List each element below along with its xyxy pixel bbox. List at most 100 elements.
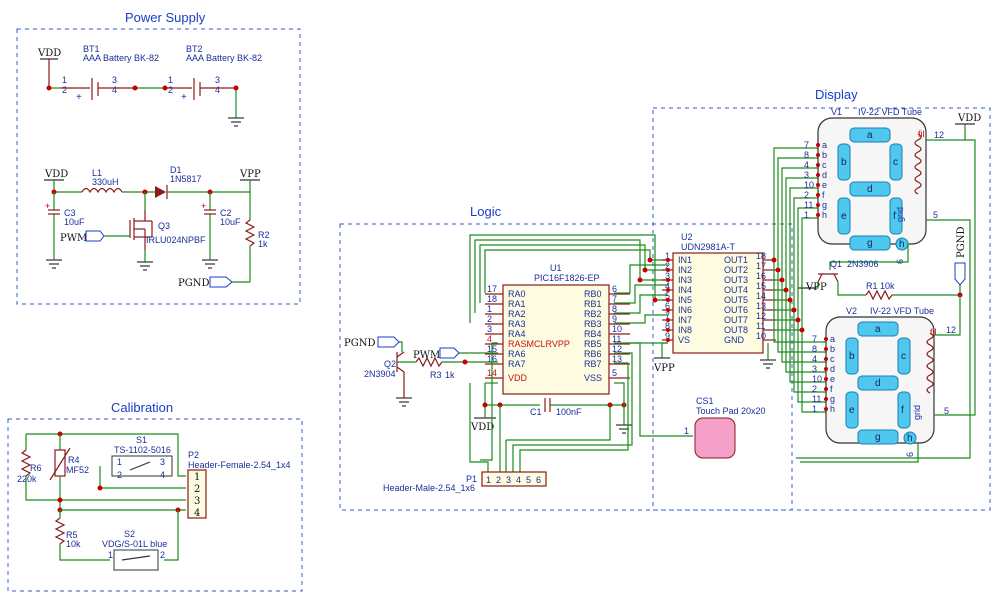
u2-pin-num: 1 (665, 251, 670, 261)
u2-pin-num: 2 (665, 261, 670, 271)
tube-pin-num: 10 (804, 180, 814, 190)
tube-pin-num: 2 (812, 384, 817, 394)
tactile-switch-s1[interactable] (111, 455, 173, 477)
ground-icon (202, 259, 218, 269)
u1-pin-name: RB1 (584, 299, 602, 309)
svg-text:+: + (45, 201, 50, 211)
mosfet-q3 (129, 210, 153, 250)
u2-pin-name: OUT3 (724, 275, 748, 285)
r2-value: 1k (258, 239, 268, 249)
tube-pin-num: 8 (804, 150, 809, 160)
p1-value: Header-Male-2.54_1x6 (383, 483, 475, 493)
logic-section-title: Logic (470, 204, 502, 219)
tube-pin-name: h (822, 210, 827, 220)
bt2-value: AAA Battery BK-82 (186, 53, 262, 63)
s1-ref: S1 (136, 435, 147, 445)
tube-pin-name: b (822, 150, 827, 160)
u1-pin-name: RB6 (584, 349, 602, 359)
vfd-segment (889, 143, 903, 181)
svg-text:+: + (76, 92, 82, 103)
u1-pin-num: 13 (612, 354, 622, 364)
segment-label: f (893, 211, 896, 222)
vdd-label-logic: VDD (470, 422, 494, 433)
u2-pin-num: 18 (756, 251, 766, 261)
segment-label: b (849, 351, 855, 362)
ground-icon (396, 397, 412, 407)
u2-ref: U2 (681, 232, 693, 242)
logic-frame (339, 223, 793, 511)
svg-text:12: 12 (934, 130, 944, 140)
q1-value: 2N3906 (847, 259, 879, 269)
tube-pin-num: 4 (804, 160, 809, 170)
tube-pin-num: 7 (804, 140, 809, 150)
inductor-l1 (81, 187, 123, 194)
display-section-title: Display (815, 87, 858, 102)
net-flag-pgnd (209, 276, 233, 288)
u2-pin-name: IN6 (678, 305, 692, 315)
vfd-segment (857, 321, 899, 337)
u1-value: PIC16F1826-EP (534, 273, 600, 283)
touch-pad-cs1[interactable] (694, 417, 736, 459)
u1-pin-name: RB0 (584, 289, 602, 299)
segment-label: f (901, 405, 904, 416)
u1-pin-name: RB4 (584, 329, 602, 339)
u2-pin-name: OUT1 (724, 255, 748, 265)
u1-pin-name: RASMCLRVPP (508, 339, 570, 349)
u1-pin-num: 2 (487, 314, 492, 324)
u2-pin-num: 12 (756, 311, 766, 321)
u1-pin-num: 18 (487, 294, 497, 304)
l1-ref: L1 (92, 168, 102, 178)
u1-pin-name: RA2 (508, 309, 526, 319)
u2-pin-name: OUT7 (724, 315, 748, 325)
segment-label: g (867, 238, 873, 249)
p2-ref: P2 (188, 450, 199, 460)
display-frame (652, 107, 991, 511)
svg-text:2: 2 (168, 85, 173, 95)
tube-pin-num: 7 (812, 334, 817, 344)
tube-pin-name: c (822, 160, 827, 170)
u1-pin-num: 4 (487, 334, 492, 344)
ground-icon (228, 117, 244, 127)
u2-pin-name: IN3 (678, 275, 692, 285)
u2-pin-num: 5 (665, 291, 670, 301)
d1-ref: D1 (170, 165, 182, 175)
header-p1 (481, 471, 547, 487)
u2-pin-name: IN8 (678, 325, 692, 335)
vdd-label-boost: VDD (44, 169, 68, 180)
slide-switch-s2[interactable] (113, 549, 159, 571)
pgnd-label-display: PGND (956, 227, 967, 258)
tube-pin-num: 3 (812, 364, 817, 374)
tube-pin-name: g (830, 394, 835, 404)
net-flag-pwm-logic (439, 347, 460, 359)
vfd-segment (837, 143, 851, 181)
u1-pin-num: 10 (612, 324, 622, 334)
q3-ref: Q3 (158, 221, 170, 231)
u2-pin-num: 10 (756, 331, 766, 341)
svg-text:12: 12 (946, 325, 956, 335)
u1-pin-num: 11 (612, 334, 621, 344)
tube-pin-num: 11 (804, 200, 813, 210)
segment-label: c (893, 157, 898, 168)
svg-text:1: 1 (684, 426, 689, 436)
u2-pin-num: 6 (665, 301, 670, 311)
u1-pin-num: 17 (487, 284, 497, 294)
u2-pin-num: 16 (756, 271, 766, 281)
pwm-label-power: PWM (60, 233, 87, 244)
segment-label: d (875, 378, 881, 389)
v1-value: IV-22 VFD Tube (858, 107, 922, 117)
u1-pin-num: 1 (487, 304, 492, 314)
tube-pin-name: d (830, 364, 835, 374)
u2-pin-num: 11 (756, 321, 765, 331)
u1-pin-name: RA1 (508, 299, 526, 309)
u2-pin-num: 17 (756, 261, 766, 271)
svg-text:2: 2 (117, 470, 122, 480)
u1-pin-num: 7 (612, 294, 617, 304)
r4-value: MF52 (66, 465, 89, 475)
u2-pin-name: GND (724, 335, 745, 345)
svg-text:+: + (201, 201, 206, 211)
vfd-segment (845, 337, 859, 375)
svg-text:4: 4 (215, 85, 220, 95)
u1-pin-name: RA3 (508, 319, 526, 329)
vfd-segment (849, 181, 891, 197)
